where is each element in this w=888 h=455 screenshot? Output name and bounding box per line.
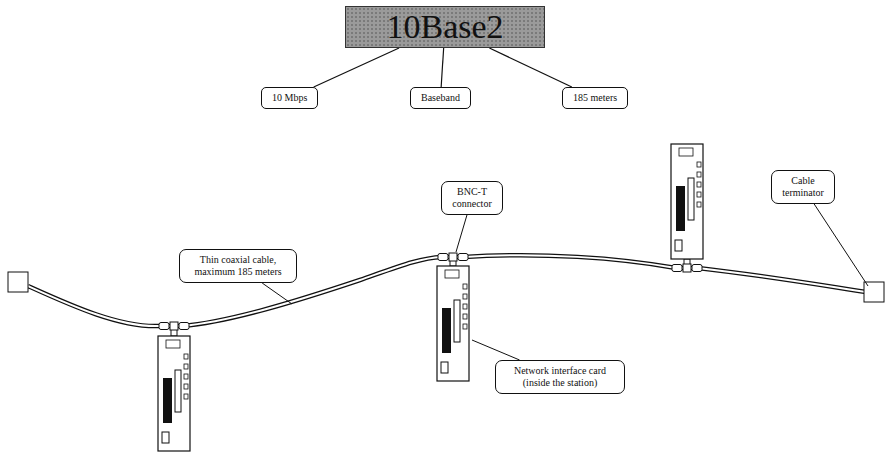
feature-tag: Baseband [410,87,471,109]
node-text: 10Base2 [386,10,503,44]
callout-pointer [441,48,444,87]
node-text: BNC-T connector [448,186,496,210]
node-text: Network interface card (inside the stati… [502,365,618,389]
title-box: 10Base2 [345,6,545,48]
node-text: 185 meters [573,92,617,104]
network-card [437,266,469,381]
callout-box: Network interface card (inside the stati… [495,360,625,394]
bnc-t-connector [159,322,189,330]
node-text: 10 Mbps [272,92,307,104]
feature-tag: 185 meters [562,87,628,109]
callout-box: BNC-T connector [441,181,503,215]
node-text: Baseband [421,92,460,104]
callout-box: Cable terminator [771,170,835,204]
feature-tag: 10 Mbps [261,87,318,109]
network-card [158,336,190,451]
callout-pointer [489,48,571,87]
leader-line [456,215,467,252]
network-card [671,144,703,259]
node-text: Thin coaxial cable, maximum 185 meters [186,254,290,278]
leader-line [472,340,520,360]
bnc-t-connector [672,264,702,272]
bnc-t-connector [438,253,468,261]
leader-line [262,283,292,304]
callout-box: Thin coaxial cable, maximum 185 meters [179,249,297,283]
node-text: Cable terminator [778,175,828,199]
terminator [8,272,28,292]
leader-line [814,204,868,286]
callout-pointer [314,48,399,87]
